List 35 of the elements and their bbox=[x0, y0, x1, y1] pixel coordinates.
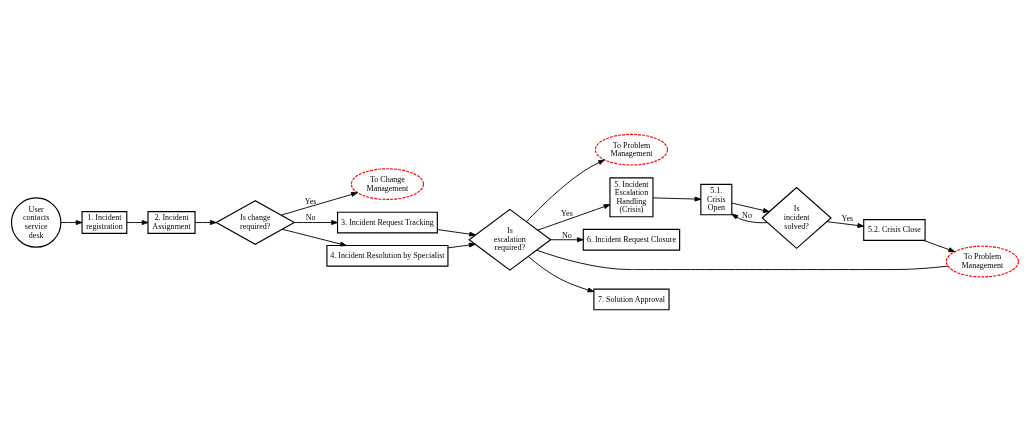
edge-label: No bbox=[742, 209, 752, 219]
arrow bbox=[281, 228, 347, 246]
arrow bbox=[550, 236, 584, 242]
node-box: 5. Incident Escalation Handling (Crisis) bbox=[609, 176, 654, 217]
arrow bbox=[447, 242, 476, 248]
arrow bbox=[526, 159, 605, 222]
arrow bbox=[194, 219, 217, 225]
node-box: 6. Incident Request Closure bbox=[582, 228, 681, 251]
arrow bbox=[527, 255, 595, 292]
edge-label: No bbox=[305, 212, 316, 222]
arrow bbox=[293, 219, 338, 225]
node-box: 5.2. Crisis Close bbox=[863, 218, 926, 241]
edge-label: Yes bbox=[561, 208, 573, 218]
node-box: 2. Incident Assignment bbox=[147, 210, 196, 234]
arrow bbox=[537, 203, 611, 231]
edge-label: Yes bbox=[841, 213, 854, 223]
node-circle: User contacts service desk bbox=[10, 196, 62, 248]
node-diamond: Is change required? bbox=[215, 199, 296, 245]
arrow bbox=[826, 220, 865, 228]
node-box: 1. Incident registration bbox=[81, 210, 128, 234]
arrow bbox=[731, 202, 770, 213]
arrow bbox=[922, 239, 956, 252]
connector bbox=[536, 249, 949, 270]
edge-label: Yes bbox=[304, 196, 317, 206]
node-box: 3. Incident Request Tracking bbox=[336, 211, 438, 233]
arrow bbox=[60, 219, 83, 225]
node-box: 5.1. Crisis Open bbox=[700, 183, 733, 215]
edge-label: No bbox=[562, 230, 572, 240]
arrow bbox=[126, 219, 149, 225]
node-box: 4. Incident Resolution by Specialist bbox=[326, 244, 449, 267]
arrow bbox=[731, 213, 768, 223]
arrow bbox=[652, 196, 702, 201]
node-box: 7. Solution Approval bbox=[593, 288, 670, 310]
arrow bbox=[436, 228, 476, 237]
arrow bbox=[280, 191, 358, 216]
